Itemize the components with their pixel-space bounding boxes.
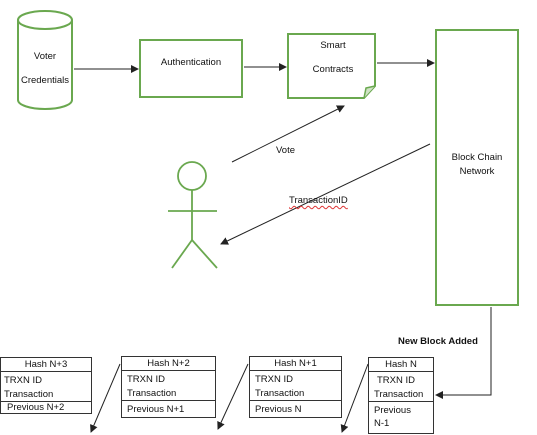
arrow-new-block [435, 307, 492, 399]
block-previous: Previous N [255, 404, 302, 415]
block-hash: Hash N+1 [274, 358, 317, 369]
arrow-transaction-id [220, 143, 431, 245]
block-hash-n: Hash N TRXN ID Transaction Previous N-1 [368, 357, 434, 434]
block-trxn-id: TRXN ID [377, 375, 415, 386]
authentication-box [139, 39, 243, 98]
block-previous: Previous N+2 [7, 402, 65, 413]
transaction-id-label: TransactionID [289, 195, 348, 206]
block-trxn-id: TRXN ID [255, 374, 293, 385]
vote-label: Vote [276, 145, 296, 156]
blockchain-network-box [435, 29, 519, 306]
block-hash: Hash N+3 [24, 359, 68, 370]
block-trxn-id: TRXN ID [127, 374, 165, 385]
block-previous: Previous [374, 405, 411, 416]
chain-link-arrow-3 [340, 363, 369, 433]
block-hash-n-plus-3: Hash N+3 TRXN ID Transaction Previous N+… [0, 357, 92, 414]
block-hash-n-plus-2: Hash N+2 TRXN ID Transaction Previous N+… [121, 356, 216, 418]
voter-stick-figure [168, 161, 218, 269]
block-hash: Hash N [385, 359, 417, 370]
block-trxn-id: TRXN ID [4, 375, 42, 386]
smart-contracts-label: Smart Contracts [312, 40, 354, 75]
blockchain-network-label: Block Chain Network [451, 152, 503, 177]
voter-credentials-cylinder [17, 10, 73, 110]
block-transaction: Transaction [4, 389, 54, 400]
block-transaction: Transaction [127, 388, 177, 399]
voter-credentials-label: Voter Credentials [20, 51, 70, 86]
block-previous-number: N-1 [374, 418, 390, 429]
authentication-label: Authentication [160, 57, 222, 68]
new-block-added-label: New Block Added [398, 336, 478, 347]
chain-link-arrow-1 [90, 363, 121, 433]
smart-contracts-fold [363, 85, 376, 99]
block-transaction: Transaction [374, 389, 424, 400]
chain-link-arrow-2 [217, 363, 249, 430]
block-hash-n-plus-1: Hash N+1 TRXN ID Transaction Previous N [249, 356, 342, 418]
block-previous: Previous N+1 [127, 404, 185, 415]
arrow-vote [231, 105, 345, 163]
block-hash: Hash N+2 [147, 358, 190, 369]
block-transaction: Transaction [255, 388, 305, 399]
